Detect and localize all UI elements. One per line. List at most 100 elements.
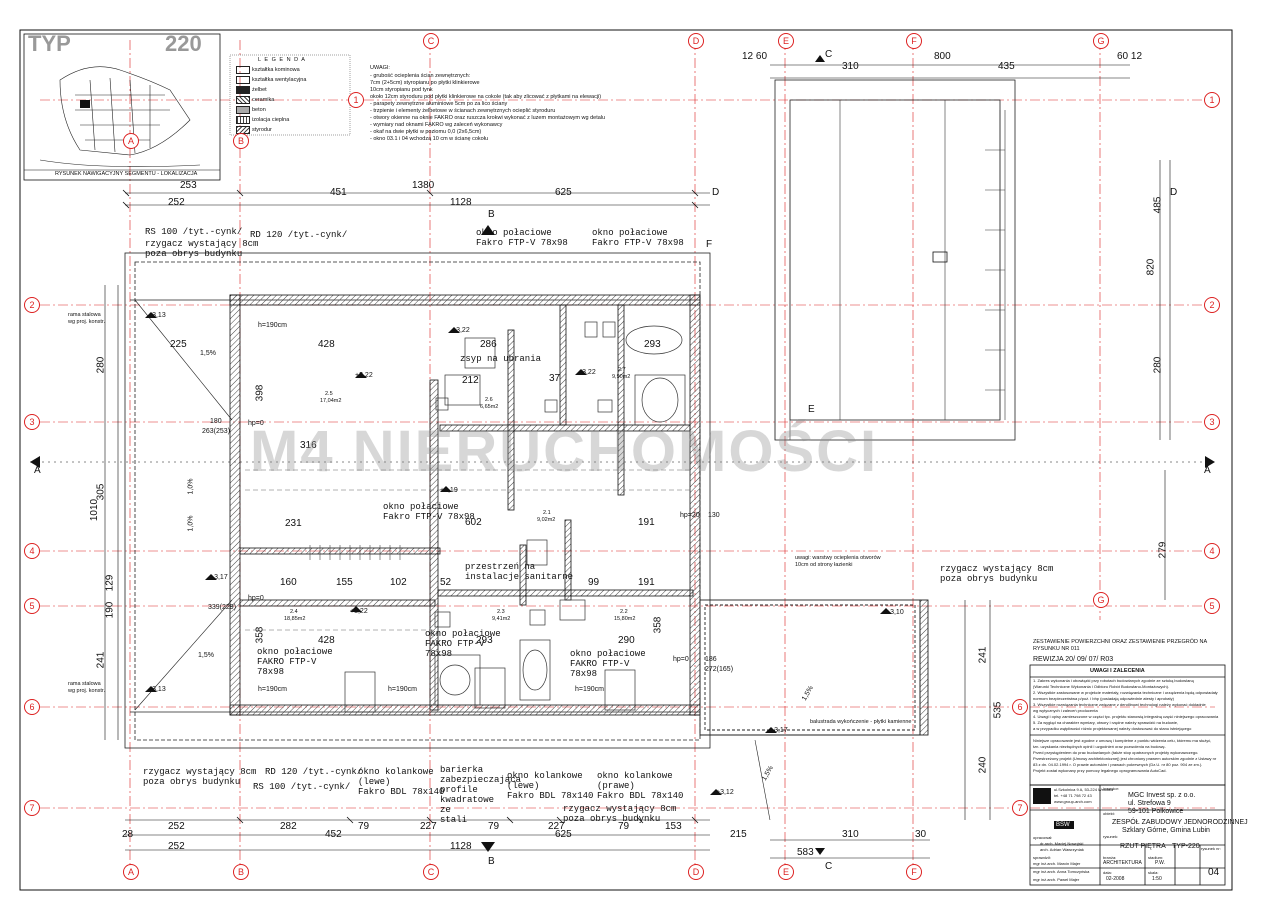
grid-label-row: 4 <box>1204 543 1220 559</box>
annotation: h=190cm <box>388 686 417 693</box>
section-label-f: F <box>706 239 713 250</box>
tb-company-c: www.group-arch.com <box>1054 799 1092 804</box>
annotation: Fakro FTP-V 78x98 <box>476 238 568 248</box>
interior-dim: 102 <box>390 577 407 588</box>
interior-dim: 290 <box>618 635 635 646</box>
annotation: hp=0 <box>673 656 689 663</box>
tb-drawing-no-label: rysunek nr: <box>1201 846 1221 851</box>
interior-dim: 398 <box>254 384 266 402</box>
note-line: - wymiary nad oknami FAKRO wg zaleceń wy… <box>370 122 503 128</box>
annotation: (lewe) <box>507 781 540 791</box>
dim-top-right: 435 <box>998 61 1015 72</box>
annotation: rzygacz wystający 8cm <box>563 804 677 814</box>
hidden-lines <box>245 469 690 631</box>
legend-item: izolacja cieplna <box>252 117 290 123</box>
room-number: 2.7 <box>618 367 626 373</box>
tb-data: 02-2008 <box>1106 876 1125 882</box>
tb-stadium-label: stadium: <box>1148 855 1164 860</box>
dim-bottom: 30 <box>915 829 927 840</box>
roof-ribs <box>774 100 1006 440</box>
tb-checker: mgr inż.arch. Marcin Majer <box>1033 861 1081 866</box>
annotation: instalacje sanitarne <box>465 572 574 582</box>
annotation: 78x98 <box>257 667 285 677</box>
tb-uwagi-line: 3. Wszystkie rozwiązania techniczne zwię… <box>1033 702 1206 707</box>
annotation: FAKRO FTP-V <box>570 659 630 669</box>
level: +3,22 <box>355 372 373 379</box>
interior-dim: 358 <box>652 616 664 634</box>
room-area: 9,41m2 <box>492 616 511 622</box>
interior-dim: 160 <box>280 577 297 588</box>
tb-branza: ARCHITEKTURA <box>1103 860 1142 866</box>
dim-top-right: 12 60 <box>742 51 768 62</box>
room-number: 2.4 <box>290 609 298 615</box>
tb-bsw: BSW <box>1056 822 1070 828</box>
grid-label-col: F <box>906 33 922 49</box>
tb-company-b: tel. +48 71 798 72 43 <box>1054 793 1092 798</box>
annotation: przestrzeń na <box>465 562 536 572</box>
dim-top-right: 800 <box>934 51 951 62</box>
dim-bottom: 79 <box>618 821 630 832</box>
dim-top: 625 <box>555 187 572 198</box>
grid-label-row: 3 <box>1204 414 1220 430</box>
section-label-a: A <box>34 465 41 476</box>
annotation: RD 120 /tyt.-cynk/ <box>250 230 348 240</box>
annotation: (prawe) <box>597 781 635 791</box>
annotation: zsyp na ubrania <box>460 354 542 364</box>
annotation: balustrada wykończenie - płytki kamienne <box>810 719 912 725</box>
grid-label-row: 7 <box>1012 800 1028 816</box>
tb-legal-line: tzn. uzyskania niezbędnych opinii i uzgo… <box>1033 744 1166 749</box>
dim-top-right: 310 <box>842 61 859 72</box>
roof-slope: 1,5% <box>200 350 216 357</box>
annotation: profile <box>440 785 478 795</box>
section-label-c: C <box>825 49 833 60</box>
roof-slope: 1,5% <box>198 652 214 659</box>
interior-dim: 316 <box>300 440 317 451</box>
interior-dim: 293 <box>644 339 661 350</box>
grid-label-row: 6 <box>1012 699 1028 715</box>
section-label-d-right: D <box>1170 187 1178 198</box>
tb-investor-c: 59-101 Polkowice <box>1128 808 1184 815</box>
annotation: okno połaciowe <box>476 228 552 238</box>
fixtures <box>344 321 686 713</box>
legend-title: L E G E N D A <box>258 57 306 63</box>
section-label-b-bottom: B <box>488 856 495 867</box>
tb-object-b: Szklary Górne, Gmina Lubin <box>1122 827 1210 834</box>
grid-label-col: B <box>233 133 249 149</box>
interior-dim: 358 <box>254 626 266 644</box>
annotation: (lewe) <box>358 777 391 787</box>
legend-swatch-ceramika <box>236 96 250 104</box>
dim-left: 280 <box>95 356 107 374</box>
notes-title: UWAGI: <box>370 65 390 71</box>
annotation: rama stalowa <box>68 681 101 687</box>
dim-bottom: 310 <box>842 829 859 840</box>
legend-swatch-izolacja <box>236 116 250 124</box>
interior-dim: 339(229) <box>208 604 237 611</box>
annotation: 10cm od strony łazienki <box>795 562 853 568</box>
legend-item: styrodur <box>252 127 272 133</box>
interior-dim: 191 <box>638 577 655 588</box>
tb-opracowal: opracował: <box>1033 835 1053 840</box>
dim-top: 252 <box>168 197 185 208</box>
interior-dim: 263(253) <box>202 428 231 435</box>
legend-item: beton <box>252 107 266 113</box>
dim-bottom: 452 <box>325 829 342 840</box>
annotation: rzygacz wystający 8cm <box>143 767 257 777</box>
annotation: h=190cm <box>258 686 287 693</box>
annotation: rzygacz wystający 8cm <box>145 239 259 249</box>
tb-uwagi-line: wg wytycznych i zaleceń producenta <box>1033 708 1098 713</box>
annotation: okno połaciowe <box>570 649 646 659</box>
room-area: 17,04m2 <box>320 398 342 404</box>
level: +3,10 <box>886 609 904 616</box>
legend-swatch-beton <box>236 106 250 114</box>
annotation: 78x98 <box>425 649 453 659</box>
tb-drawing: RZUT PIĘTRA <box>1120 843 1166 850</box>
nav-map-caption: RYSUNEK NAWIGACYJNY SEGMENTU - LOKALIZAC… <box>55 171 198 177</box>
dim-right: 485 <box>1152 196 1164 214</box>
grid-label-col: D <box>688 864 704 880</box>
tb-skala: 1:50 <box>1152 876 1162 882</box>
grid-label-row: 1 <box>1204 92 1220 108</box>
dim-bottom: 252 <box>168 841 185 852</box>
tb-designer: arch. Adrian Wawrzyniak <box>1040 847 1084 852</box>
tb-legal-line: Projekt został wykonany przy pomocy lega… <box>1033 768 1167 773</box>
tb-legal-line: Niniejsze opracowanie jest zgodne z umow… <box>1033 738 1212 743</box>
